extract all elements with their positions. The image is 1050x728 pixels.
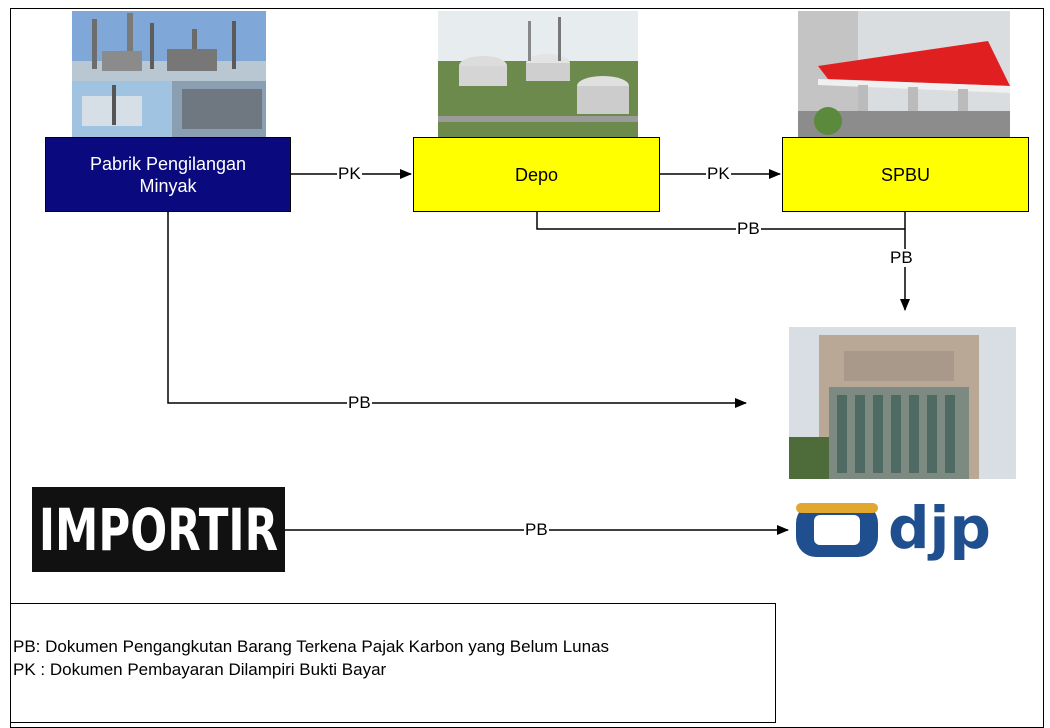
djp-building-photo [789, 327, 1016, 479]
edge-label-depo-spbu: PK [706, 164, 731, 183]
legend-box: PB: Dokumen Pengangkutan Barang Terkena … [10, 603, 776, 723]
edge-refinery-djp [167, 212, 747, 408]
depo-node: Depo [413, 137, 660, 212]
depo-photo [438, 11, 638, 138]
spbu-node: SPBU [782, 137, 1029, 212]
edge-label-depo-djp: PB [736, 219, 761, 238]
depo-label: Depo [514, 164, 559, 185]
legend-pb: PB: Dokumen Pengangkutan Barang Terkena … [13, 637, 610, 656]
importir-label: IMPORTIR [38, 495, 279, 564]
djp-logo: djp [790, 494, 1015, 563]
edge-label-spbu-djp: PB [889, 248, 914, 267]
importir-node: IMPORTIR [32, 487, 285, 572]
edge-label-refinery-djp: PB [347, 393, 372, 412]
spbu-label: SPBU [880, 164, 931, 185]
legend-pk: PK : Dokumen Pembayaran Dilampiri Bukti … [13, 660, 387, 679]
djp-logo-text: djp [888, 494, 991, 562]
edge-label-refinery-depo: PK [337, 164, 362, 183]
refinery-label: Pabrik Pengilangan Minyak [89, 153, 247, 196]
edge-depo-djp [536, 212, 905, 230]
spbu-photo [798, 11, 1010, 138]
refinery-photo [72, 11, 266, 138]
refinery-node: Pabrik Pengilangan Minyak [45, 137, 291, 212]
edge-label-importir-djp: PB [524, 520, 549, 539]
